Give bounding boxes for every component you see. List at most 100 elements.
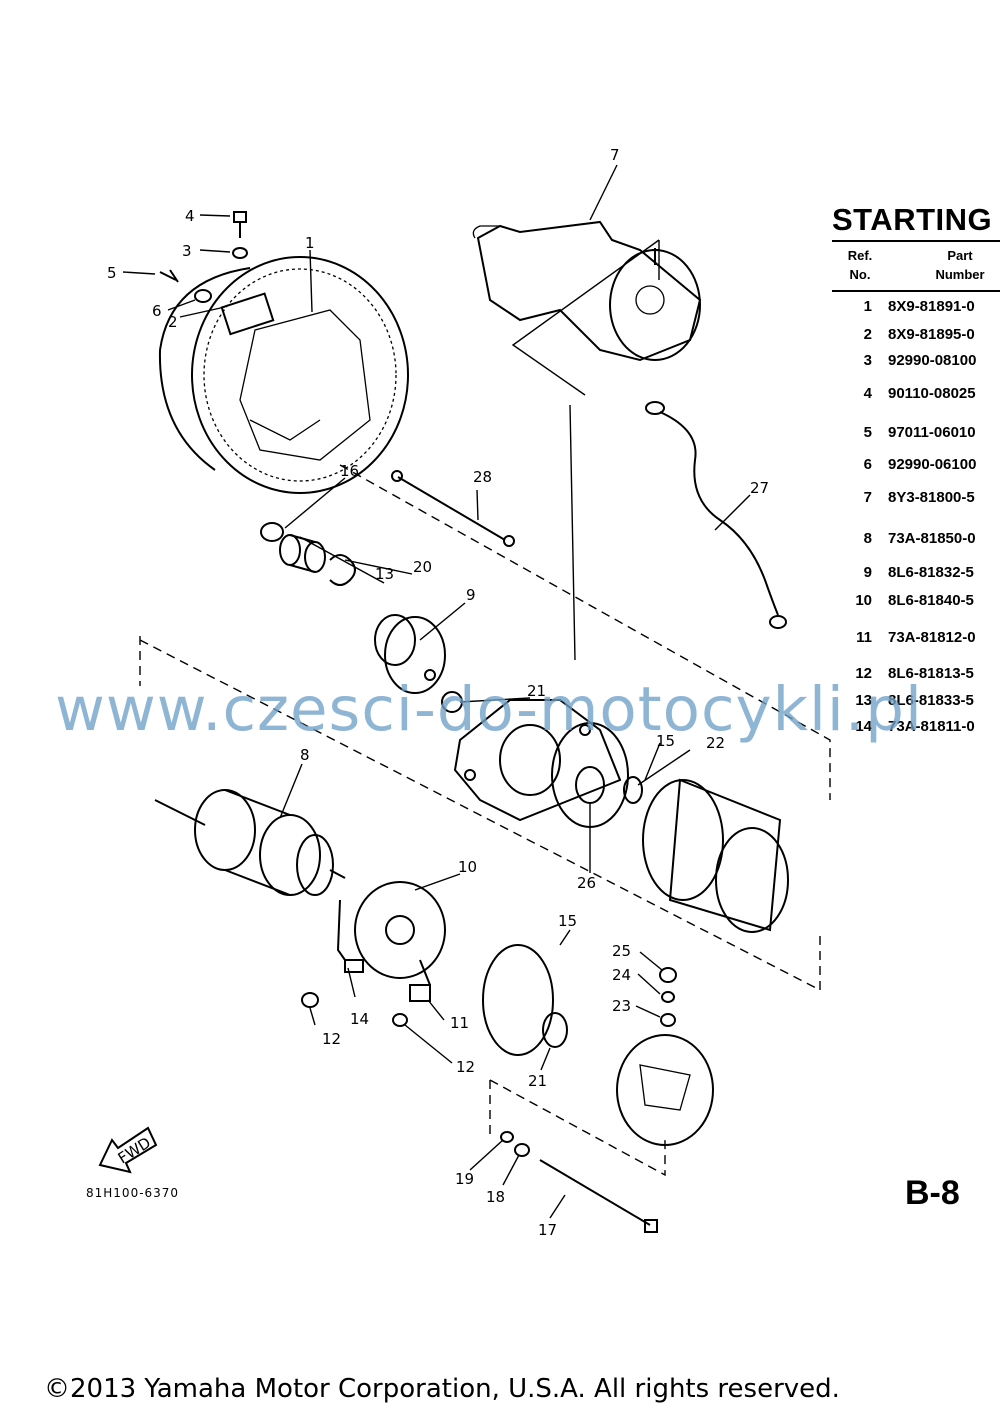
copyright-notice: ©2013 Yamaha Motor Corporation, U.S.A. A… bbox=[44, 1374, 840, 1404]
callout-22: 22 bbox=[706, 734, 725, 752]
nut-25 bbox=[659, 967, 677, 983]
ref-cell: 13 bbox=[855, 691, 872, 709]
table-row: 11 73A-81812-0 bbox=[832, 614, 1000, 660]
part-number-header: Part Number bbox=[888, 240, 1000, 292]
ref-cell: 11 bbox=[856, 628, 872, 646]
callout-27: 27 bbox=[750, 479, 769, 497]
table-row: 10 8L6-81840-5 bbox=[832, 586, 1000, 614]
callout-15-bottom: 15 bbox=[558, 912, 577, 930]
part-number-cell: 8L6-81833-5 bbox=[888, 691, 974, 709]
yoke-housing bbox=[642, 778, 789, 933]
oil-seal-26 bbox=[575, 766, 605, 804]
nut-12-right bbox=[392, 1013, 408, 1027]
bolt-5 bbox=[159, 269, 179, 283]
callout-7: 7 bbox=[610, 146, 620, 164]
part-number-cell: 8L6-81813-5 bbox=[888, 665, 974, 682]
washer-21-bottom bbox=[542, 1012, 568, 1048]
part-number-cell: 8X9-81895-0 bbox=[888, 325, 975, 343]
circlip-16 bbox=[260, 522, 284, 542]
callout-20: 20 bbox=[413, 558, 432, 576]
callout-3: 3 bbox=[182, 242, 192, 260]
washer-6 bbox=[194, 289, 212, 303]
callout-26: 26 bbox=[577, 874, 596, 892]
ref-cell: 5 bbox=[863, 424, 872, 441]
starter-motor-assembly bbox=[472, 220, 702, 362]
washer-22 bbox=[623, 776, 643, 804]
callout-18: 18 bbox=[486, 1188, 505, 1206]
ref-cell: 1 bbox=[863, 298, 872, 315]
spring-20 bbox=[329, 554, 356, 586]
part-number-cell: 8L6-81840-5 bbox=[888, 591, 974, 609]
ref-cell: 10 bbox=[855, 591, 872, 609]
callout-17: 17 bbox=[538, 1221, 557, 1239]
fwd-label: FWD bbox=[115, 1134, 154, 1168]
section-title: STARTING bbox=[832, 202, 993, 237]
front-cover bbox=[453, 699, 622, 822]
callout-11: 11 bbox=[450, 1014, 469, 1032]
table-row: 6 92990-06100 bbox=[832, 452, 1000, 476]
table-row: 12 8L6-81813-5 bbox=[832, 660, 1000, 687]
ring-gear-assembly bbox=[158, 256, 409, 494]
callout-numbers: 1 2 3 4 5 6 7 8 9 10 11 12 12 13 14 15 1… bbox=[107, 146, 769, 1239]
callout-1: 1 bbox=[305, 234, 315, 252]
ref-cell: 14 bbox=[855, 717, 872, 735]
through-bolt-17 bbox=[539, 1159, 658, 1233]
callout-2: 2 bbox=[168, 313, 178, 331]
callout-24: 24 bbox=[612, 966, 631, 984]
part-number-cell: 92990-06100 bbox=[888, 455, 977, 473]
callout-25: 25 bbox=[612, 942, 631, 960]
leader-lines bbox=[122, 164, 751, 1219]
bolt-4 bbox=[233, 211, 247, 238]
ref-cell: 7 bbox=[863, 488, 872, 506]
part-number-cell: 8Y3-81800-5 bbox=[888, 488, 975, 506]
part-number-cell: 97011-06010 bbox=[888, 424, 976, 441]
nut-19 bbox=[500, 1131, 514, 1143]
table-row: 7 8Y3-81800-5 bbox=[832, 476, 1000, 518]
ref-cell: 2 bbox=[863, 325, 872, 343]
table-row: 14 73A-81811-0 bbox=[832, 713, 1000, 739]
washer-18 bbox=[514, 1143, 530, 1157]
collar-13 bbox=[279, 534, 326, 573]
callout-15-top: 15 bbox=[656, 732, 675, 750]
callout-13: 13 bbox=[375, 565, 394, 583]
o-ring-15-bottom bbox=[482, 944, 554, 1056]
washer-23 bbox=[660, 1013, 676, 1027]
part-number-cell: 92990-08100 bbox=[888, 351, 977, 369]
table-row: 2 8X9-81895-0 bbox=[832, 321, 1000, 347]
callout-8: 8 bbox=[300, 746, 310, 764]
rear-cover bbox=[616, 1034, 714, 1146]
ref-cell: 12 bbox=[855, 665, 872, 682]
clutch-assembly-9 bbox=[374, 614, 446, 694]
callout-19: 19 bbox=[455, 1170, 474, 1188]
exploded-frame bbox=[139, 464, 831, 991]
brush-14 bbox=[336, 899, 364, 973]
ref-cell: 8 bbox=[863, 530, 872, 547]
callout-28: 28 bbox=[473, 468, 492, 486]
nut-12-left bbox=[301, 992, 319, 1008]
part-number-cell: 8L6-81832-5 bbox=[888, 564, 974, 581]
fwd-arrow-icon: FWD bbox=[98, 1126, 158, 1174]
page-code: B-8 bbox=[905, 1174, 960, 1212]
callout-23: 23 bbox=[612, 997, 631, 1015]
part-number-cell: 73A-81811-0 bbox=[888, 717, 975, 735]
armature-8 bbox=[154, 789, 346, 896]
part-number-cell: 73A-81812-0 bbox=[888, 628, 976, 646]
watermark: www.czesci-do-motocykli.pl bbox=[55, 674, 923, 745]
lead-wire bbox=[645, 401, 787, 629]
ref-cell: 6 bbox=[863, 455, 872, 473]
washer-24 bbox=[661, 991, 675, 1003]
callout-21-top: 21 bbox=[527, 682, 546, 700]
callout-6: 6 bbox=[152, 302, 162, 320]
table-row: 13 8L6-81833-5 bbox=[832, 687, 1000, 713]
starter-callout-bracket bbox=[511, 239, 660, 396]
callout-21-bottom: 21 bbox=[528, 1072, 547, 1090]
table-header-row: Ref. No. Part Number bbox=[832, 240, 1000, 292]
brush-holder-11 bbox=[409, 959, 431, 1002]
callout-16: 16 bbox=[340, 462, 359, 480]
brush-plate-10 bbox=[354, 881, 446, 979]
